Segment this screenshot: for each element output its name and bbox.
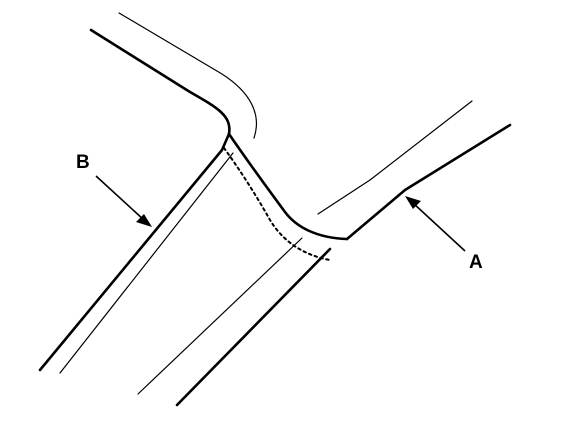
callout-b-arrowhead bbox=[136, 214, 152, 227]
callout-b-leader-line bbox=[95, 175, 145, 221]
callout-b-label: B bbox=[76, 152, 90, 173]
callout-a-label: A bbox=[469, 252, 483, 273]
callout-a-arrowhead bbox=[405, 196, 421, 209]
right-tube-inner-edge bbox=[317, 100, 473, 215]
left-tube-inner-edge bbox=[59, 152, 234, 374]
upper-tube-inner-edge bbox=[118, 12, 258, 139]
callout-a-leader-line bbox=[412, 202, 466, 252]
callout-a: A bbox=[405, 196, 483, 273]
lower-tube-inner-edge bbox=[137, 237, 303, 395]
joint-crotch-curve bbox=[227, 132, 349, 241]
left-tube-outer-edge bbox=[38, 132, 231, 372]
callout-b: B bbox=[76, 152, 152, 227]
weld-line-dotted bbox=[223, 147, 331, 261]
right-tube-outer-edge bbox=[345, 123, 512, 241]
upper-tube-outer-edge bbox=[89, 28, 231, 136]
lower-tube-outer-edge bbox=[175, 247, 332, 407]
